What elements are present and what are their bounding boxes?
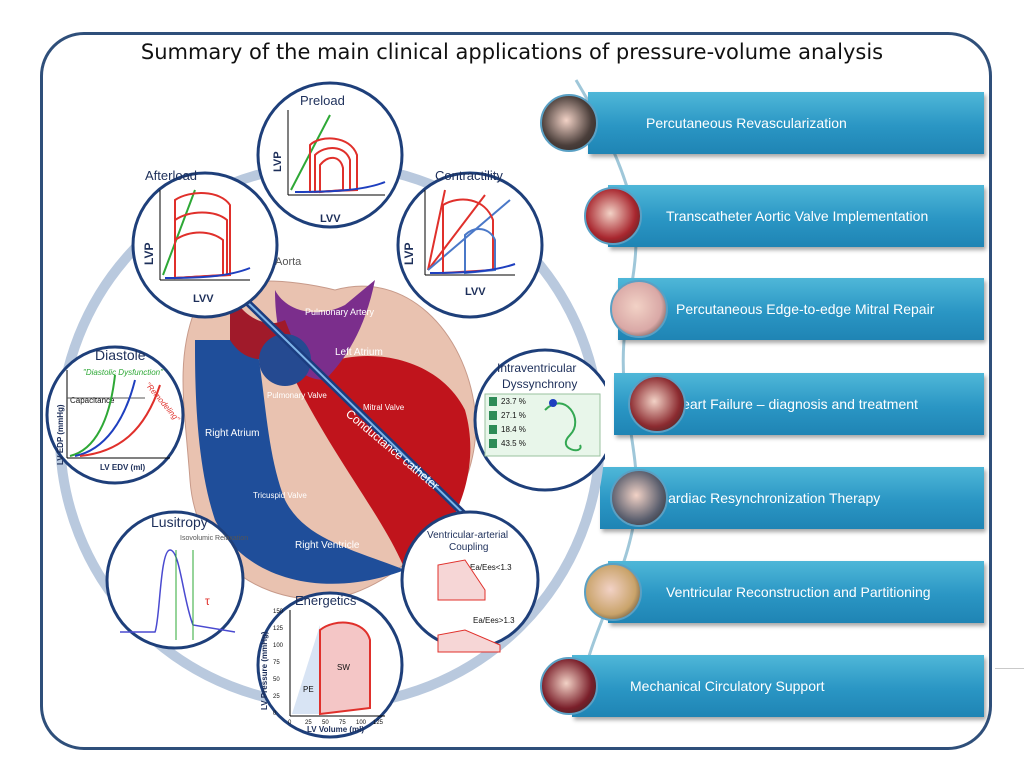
energetics-xtick: 25 — [305, 720, 312, 726]
contractility-xlabel: LVV — [465, 286, 486, 298]
dyssynchrony-title-1: Intraventricular — [497, 361, 576, 375]
ivus-image-icon — [540, 94, 598, 152]
coupling-top: Ea/Ees<1.3 — [470, 563, 512, 572]
label-aorta: Aorta — [275, 256, 302, 268]
dyssynchrony-value: 27.1 % — [501, 411, 526, 420]
application-item: Mechanical Circulatory Support — [540, 655, 984, 717]
preload-ylabel: LVP — [272, 151, 284, 172]
afterload-title: Afterload — [145, 168, 197, 183]
application-item: Percutaneous Edge-to-edge Mitral Repair — [548, 278, 984, 340]
energetics-xlabel: LV Volume (ml) — [307, 725, 364, 734]
application-bar: Percutaneous Revascularization — [588, 92, 984, 154]
mitral-clip-icon — [610, 280, 668, 338]
energetics-xtick: 100 — [356, 720, 367, 726]
application-bar: Cardiac Resynchronization Therapy — [600, 467, 984, 529]
coupling-bottom: Ea/Ees>1.3 — [473, 616, 515, 625]
application-bar: Percutaneous Edge-to-edge Mitral Repair — [618, 278, 984, 340]
panel-contractility: Contractility LVP LVV — [396, 168, 544, 319]
label-right-ventricle: Right Ventricle — [295, 540, 360, 551]
lusitropy-note: Isovolumic Relaxation — [180, 535, 248, 542]
panel-energetics: Energetics LV Pressure (mmHg) LV Volume … — [256, 591, 404, 739]
energetics-ytick: 25 — [273, 694, 280, 700]
application-item: Ventricular Reconstruction and Partition… — [548, 561, 984, 623]
label-mitral-valve: Mitral Valve — [363, 403, 405, 412]
afterload-ylabel: LVP — [142, 243, 156, 265]
application-item: Cardiac Resynchronization Therapy — [548, 467, 984, 529]
energetics-ytick: 125 — [273, 626, 284, 632]
ventricular-device-icon — [584, 563, 642, 621]
diastole-title: Diastole — [95, 347, 146, 363]
tavi-heart-icon — [584, 187, 642, 245]
crt-device-icon — [610, 469, 668, 527]
application-label: Transcatheter Aortic Valve Implementatio… — [666, 208, 929, 224]
dyssynchrony-value: 23.7 % — [501, 397, 526, 406]
dyssynchrony-value: 43.5 % — [501, 439, 526, 448]
energetics-ylabel: LV Pressure (mmHg) — [260, 631, 269, 710]
energetics-title: Energetics — [295, 593, 357, 608]
energetics-ytick: 100 — [273, 643, 284, 649]
coupling-title-1: Ventricular-arterial — [427, 530, 508, 541]
energetics-xtick: 0 — [288, 720, 292, 726]
application-label: Heart Failure – diagnosis and treatment — [672, 396, 918, 412]
dyssynchrony-value: 18.4 % — [501, 425, 526, 434]
heart-failure-icon — [628, 375, 686, 433]
application-item: Heart Failure – diagnosis and treatment — [548, 373, 984, 435]
panel-afterload: Afterload LVP LVV — [131, 168, 279, 319]
label-tricuspid-valve: Tricuspid Valve — [253, 491, 307, 500]
afterload-xlabel: LVV — [193, 293, 214, 305]
diastole-capacitance: Capacitance — [70, 396, 115, 405]
contractility-ylabel: LVP — [402, 243, 416, 265]
energetics-ytick: 75 — [273, 660, 280, 666]
energetics-ytick: 0 — [273, 711, 277, 717]
energetics-ytick: 50 — [273, 677, 280, 683]
energetics-xtick: 125 — [373, 720, 384, 726]
preload-title: Preload — [300, 93, 345, 108]
label-right-atrium: Right Atrium — [205, 428, 259, 439]
page-title: Summary of the main clinical application… — [140, 40, 884, 64]
energetics-xtick: 50 — [322, 720, 329, 726]
energetics-xtick: 75 — [339, 720, 346, 726]
application-bar: Ventricular Reconstruction and Partition… — [608, 561, 984, 623]
application-label: Ventricular Reconstruction and Partition… — [666, 584, 931, 600]
coupling-title-2: Coupling — [449, 542, 488, 553]
application-item: Percutaneous Revascularization — [540, 92, 984, 154]
panel-diastole: Diastole LV EDP (mmHg) LV EDV (ml) "Dias… — [45, 345, 185, 485]
panel-dyssynchrony: Intraventricular Dyssynchrony 23.7 % 27.1… — [473, 348, 605, 492]
application-item: Transcatheter Aortic Valve Implementatio… — [548, 185, 984, 247]
preload-xlabel: LVV — [320, 213, 341, 225]
application-bar: Mechanical Circulatory Support — [572, 655, 984, 717]
pv-illustration: Aorta Pulmonary Artery Left Atrium Mitra… — [45, 81, 605, 739]
application-label: Percutaneous Edge-to-edge Mitral Repair — [676, 301, 935, 317]
application-label: Mechanical Circulatory Support — [630, 678, 825, 694]
diastole-xlabel: LV EDV (ml) — [100, 463, 146, 472]
dyssynchrony-title-2: Dyssynchrony — [502, 377, 577, 391]
energetics-pe: PE — [303, 685, 314, 694]
lusitropy-tau: τ — [205, 594, 210, 608]
application-bar: Transcatheter Aortic Valve Implementatio… — [608, 185, 984, 247]
panel-lusitropy: Lusitropy Isovolumic Relaxation τ — [105, 510, 248, 650]
contractility-title: Contractility — [435, 168, 503, 183]
diastole-ylabel: LV EDP (mmHg) — [56, 404, 65, 465]
heart-illustration — [182, 280, 478, 601]
application-label: Percutaneous Revascularization — [646, 115, 847, 131]
panel-preload: Preload LVP LVV — [256, 81, 404, 229]
lusitropy-title: Lusitropy — [151, 514, 208, 530]
energetics-ytick: 150 — [273, 609, 284, 615]
panel-coupling: Ventricular-arterial Coupling Ea/Ees<1.3… — [400, 510, 540, 653]
label-pulmonary-artery: Pulmonary Artery — [305, 307, 375, 317]
energetics-sw: SW — [337, 663, 350, 672]
label-pulmonary-valve: Pulmonary Valve — [267, 391, 327, 400]
divider — [995, 668, 1024, 669]
lvad-icon — [540, 657, 598, 715]
label-left-atrium: Left Atrium — [335, 347, 383, 358]
application-label: Cardiac Resynchronization Therapy — [658, 490, 881, 506]
diastole-note1: "Diastolic Dysfunction" — [83, 368, 164, 377]
